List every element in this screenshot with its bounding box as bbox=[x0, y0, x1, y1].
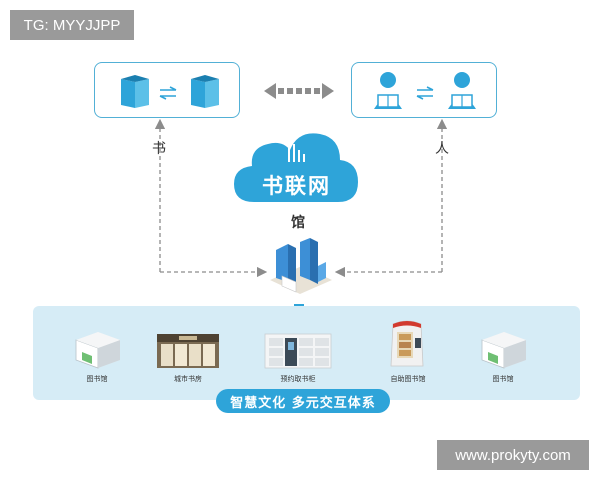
reader-icon bbox=[374, 72, 402, 109]
hub-label: 馆 bbox=[291, 215, 305, 231]
bottom-watermark-text: www.prokyty.com bbox=[455, 446, 571, 464]
bidirectional-arrow-icon bbox=[264, 83, 334, 99]
book-exchange-panel bbox=[94, 62, 240, 118]
library-building-icon bbox=[75, 332, 120, 369]
city-bookroom-icon bbox=[157, 334, 219, 368]
venue-label: 预约取书柜 bbox=[280, 375, 316, 383]
swap-arrows-icon bbox=[416, 86, 434, 100]
venue-label: 图书馆 bbox=[492, 375, 514, 383]
venue-label: 图书馆 bbox=[86, 375, 108, 383]
slogan-text: 智慧文化 多元交互体系 bbox=[230, 395, 376, 411]
reader-icon bbox=[448, 72, 476, 109]
venue-self-service: 自助图书馆 bbox=[373, 318, 443, 384]
cloud-title: 书联网 bbox=[262, 174, 331, 198]
venue-library-2: 图书馆 bbox=[468, 326, 538, 384]
cloud-icon bbox=[234, 133, 358, 202]
venue-label: 自助图书馆 bbox=[390, 375, 426, 383]
book-icon bbox=[191, 75, 219, 108]
book-exchange-graphic bbox=[121, 75, 219, 108]
book-label: 书 bbox=[152, 141, 166, 157]
book-icon bbox=[121, 75, 149, 108]
swap-arrows-icon bbox=[159, 86, 177, 100]
top-watermark-text: TG: MYYJJPP bbox=[23, 16, 121, 34]
library-cluster-icon bbox=[270, 238, 332, 294]
library-building-icon bbox=[481, 332, 526, 369]
venue-book-locker: 预约取书柜 bbox=[263, 330, 333, 384]
top-watermark: TG: MYYJJPP bbox=[10, 10, 134, 40]
bottom-watermark: www.prokyty.com bbox=[437, 440, 589, 470]
book-locker-icon bbox=[264, 333, 332, 369]
person-label: 人 bbox=[435, 141, 449, 157]
reader-exchange-graphic bbox=[374, 72, 476, 109]
reader-exchange-panel bbox=[351, 62, 497, 118]
self-service-kiosk-icon bbox=[390, 320, 424, 367]
signal-bars-icon bbox=[288, 144, 305, 162]
venue-label: 城市书房 bbox=[174, 375, 202, 383]
slogan-banner: 智慧文化 多元交互体系 bbox=[216, 389, 390, 413]
venue-library-1: 图书馆 bbox=[62, 326, 132, 384]
venue-city-bookroom: 城市书房 bbox=[153, 330, 223, 384]
